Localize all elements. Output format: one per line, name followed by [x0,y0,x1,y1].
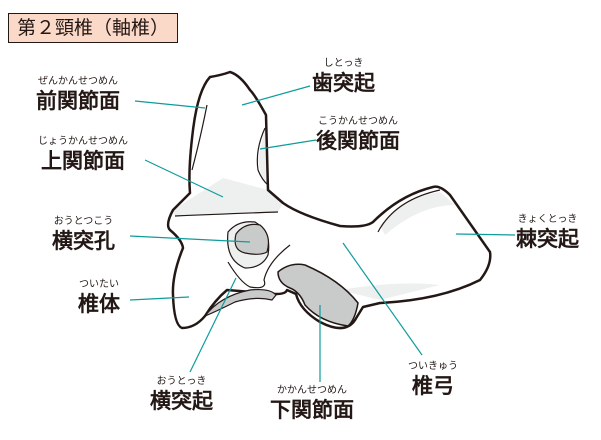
leader-lines [129,85,516,382]
ruby: ぜんかんせつめん [38,76,118,87]
label-text: 下関節面 [270,398,354,422]
label-spinous-process: きょくとっき 棘突起 [516,214,579,252]
leader-superior-facet [144,159,224,198]
diagram-title: 第２頸椎（軸椎） [8,13,179,43]
leader-anterior-facet [134,100,206,109]
ruby: じょうかんせつめん [38,136,128,147]
superior-facet-shape [173,178,283,216]
ruby: しとっき [323,58,364,69]
posterior-facet-line [256,127,269,186]
leader-arch [342,242,423,356]
ruby: かかんせつめん [277,385,347,396]
leader-spinous [455,233,516,236]
ruby: こうかんせつめん [318,116,398,127]
leader-transverse-process [189,277,237,373]
label-transverse-process: おうとっき 横突起 [150,376,213,414]
label-anterior-facet: ぜんかんせつめん 前関節面 [36,76,120,114]
ruby: ついたい [79,279,119,290]
label-posterior-facet: こうかんせつめん 後関節面 [316,116,400,154]
label-text: 棘突起 [516,227,579,251]
label-text: 横突孔 [52,229,115,253]
dens-inner-line [191,104,208,171]
label-text: 前関節面 [36,89,120,113]
spinous-inner-line [377,189,441,233]
ruby: ついきゅう [408,361,458,372]
spinous-shade [380,192,455,235]
leader-body [129,296,190,301]
label-superior-facet: じょうかんせつめん 上関節面 [38,136,128,174]
label-inferior-facet: かかんせつめん 下関節面 [270,385,354,423]
leader-posterior-facet [259,139,317,150]
label-text: 歯突起 [312,71,375,95]
label-dens: しとっき 歯突起 [312,58,375,96]
ruby: おうとつこう [53,216,114,227]
inferior-facet-shape [277,263,359,327]
label-body: ついたい 椎体 [78,279,120,317]
label-transverse-foramen: おうとつこう 横突孔 [52,216,115,254]
label-text: 椎弓 [412,374,454,398]
label-text: 横突起 [150,389,213,413]
leader-transverse-foramen [129,235,251,243]
foramen-shape [234,223,270,255]
transverse-process-line [227,244,291,289]
leader-dens [241,85,311,106]
transverse-lower-shape [203,288,277,318]
label-text: 椎体 [78,292,120,316]
label-text: 後関節面 [316,129,400,153]
superior-facet-line [174,211,279,217]
label-arch: ついきゅう 椎弓 [408,361,458,399]
ruby: きょくとっき [517,214,578,225]
vertebra-outline [166,70,492,330]
ruby: おうとっき [156,376,207,387]
lower-shade [340,283,440,300]
label-text: 上関節面 [41,149,125,173]
